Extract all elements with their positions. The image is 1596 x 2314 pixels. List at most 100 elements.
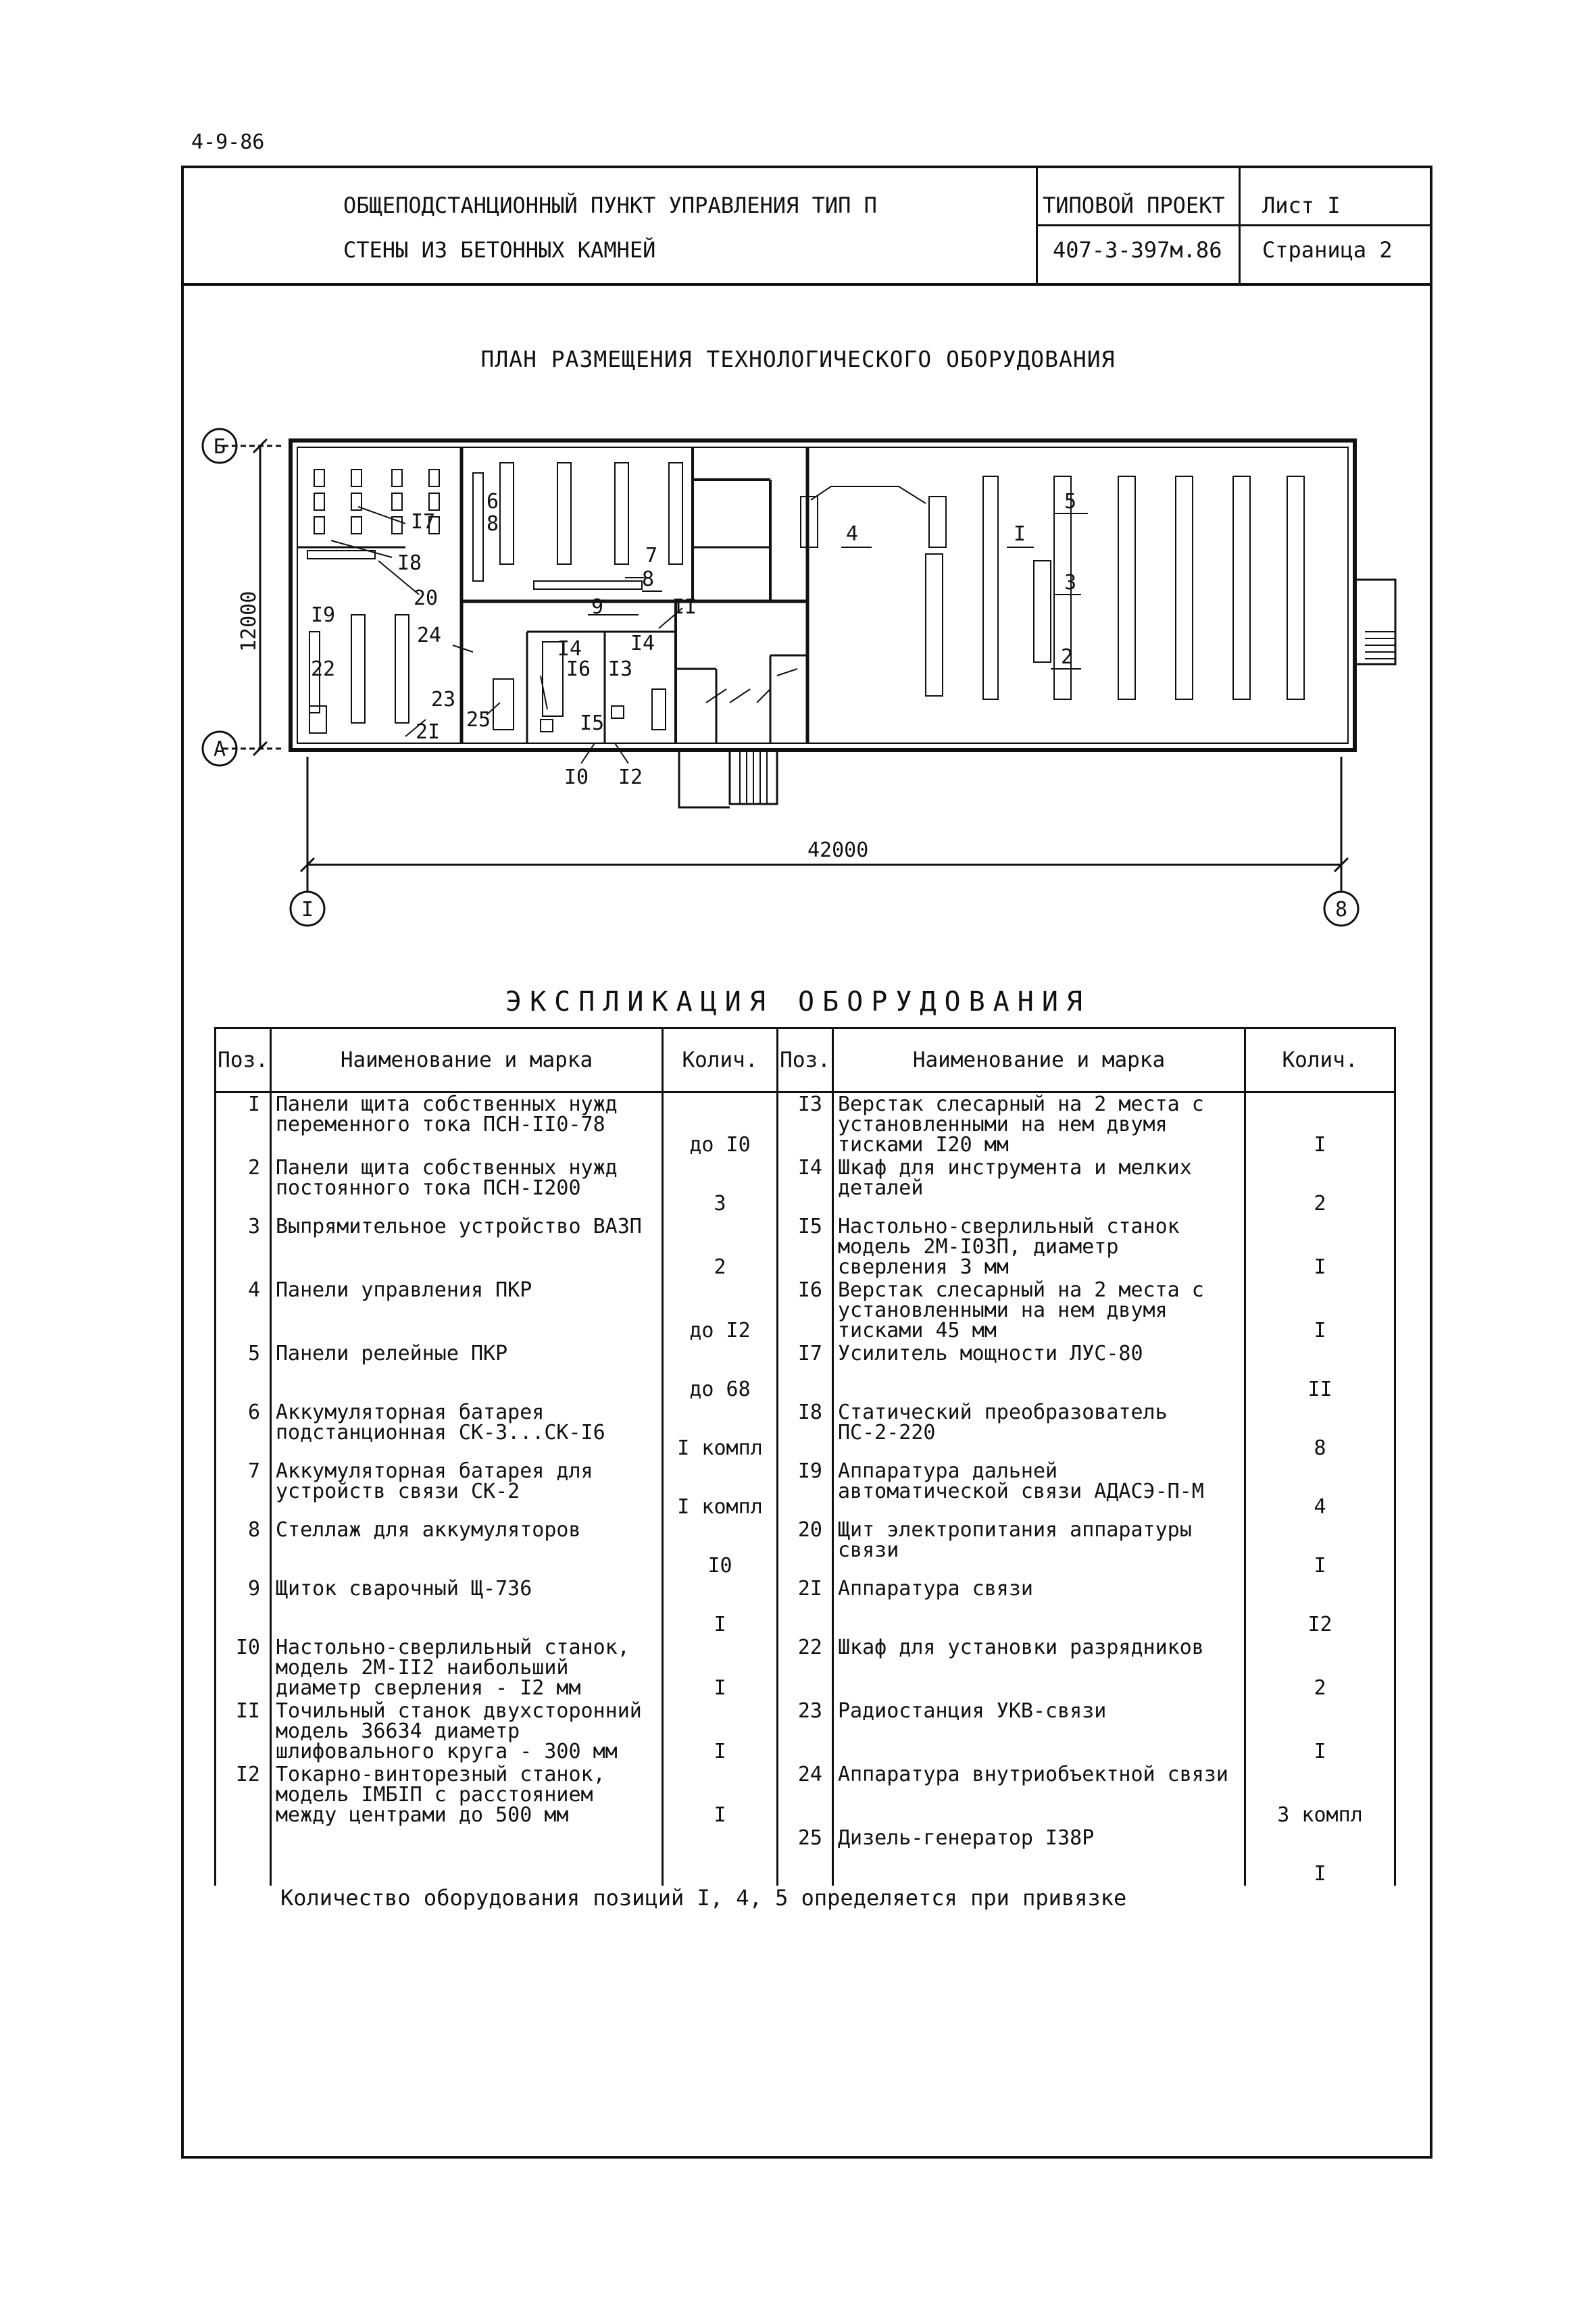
cell-pos: 25 xyxy=(776,1827,834,1886)
cell-qty: I xyxy=(1244,1827,1396,1886)
cell-name: Аппаратура внутриобъектной связи xyxy=(832,1763,1246,1827)
cell-name: Панели щита собственных нужд переменного… xyxy=(270,1092,664,1157)
inner-wall-line xyxy=(297,447,1349,744)
cell-qty: I xyxy=(1244,1519,1396,1578)
cell-pos: I2 xyxy=(214,1763,272,1827)
cell-name: Настольно-сверлильный станок, модель 2М-… xyxy=(270,1636,664,1700)
footnote: Количество оборудования позиций I, 4, 5 … xyxy=(280,1885,1127,1911)
cell-pos: I5 xyxy=(776,1215,834,1279)
header-qty: Колич. xyxy=(1244,1027,1396,1093)
cell-pos: II xyxy=(214,1700,272,1763)
cell-name: Панели управления ПКР xyxy=(270,1279,664,1342)
cell-pos: 4 xyxy=(214,1279,272,1342)
cell-qty: I xyxy=(662,1700,778,1763)
axis-bubble-1 xyxy=(289,890,326,927)
cell-name: Аккумуляторная батарея подстанционная СК… xyxy=(270,1401,664,1460)
cell-pos: I xyxy=(214,1092,272,1157)
cell-qty: I xyxy=(662,1636,778,1700)
cell-qty: I xyxy=(1244,1215,1396,1279)
cell-name: Токарно-винторезный станок, модель IМБIП… xyxy=(270,1763,664,1827)
callout: 25 xyxy=(466,708,491,732)
cell-qty: I xyxy=(662,1763,778,1827)
callout: I4 xyxy=(630,632,655,655)
entrance-steps xyxy=(1353,578,1397,665)
cell-qty: 3 xyxy=(662,1157,778,1215)
callout: 6 xyxy=(487,490,499,513)
callout: 9 xyxy=(591,595,603,619)
cell-qty: 2 xyxy=(1244,1157,1396,1215)
callout: 2 xyxy=(1061,645,1073,669)
axis-bubble-8 xyxy=(1323,890,1360,927)
cell-name: Верстак слесарный на 2 места с установле… xyxy=(832,1092,1246,1157)
callout: I xyxy=(1014,522,1026,546)
plan-title: ПЛАН РАЗМЕЩЕНИЯ ТЕХНОЛОГИЧЕСКОГО ОБОРУДО… xyxy=(480,346,1116,372)
header-name: Наименование и марка xyxy=(270,1027,664,1093)
cell-qty: до I0 xyxy=(662,1092,778,1157)
cell-pos: I8 xyxy=(776,1401,834,1460)
equipment-table: Поз. Наименование и марка Колич. Поз. На… xyxy=(214,1027,1396,1886)
cell-pos: I6 xyxy=(776,1279,834,1342)
cell-pos: 24 xyxy=(776,1763,834,1827)
callout: I4 xyxy=(557,637,582,661)
callout: II xyxy=(672,595,697,619)
dimension-width: 42000 xyxy=(807,838,868,862)
cell-pos: 7 xyxy=(214,1460,272,1519)
document-code: 4-9-86 xyxy=(191,130,265,154)
cell-name: Щит электропитания аппаратуры связи xyxy=(832,1519,1246,1578)
cell-name: Статический преобразователь ПС-2-220 xyxy=(832,1401,1246,1460)
cell-qty: I xyxy=(1244,1279,1396,1342)
title-block: ОБЩЕПОДСТАНЦИОННЫЙ ПУНКТ УПРАВЛЕНИЯ ТИП … xyxy=(181,166,1432,286)
axis-label-1: I xyxy=(301,898,314,922)
callout: 3 xyxy=(1064,571,1076,595)
cell-name: Панели релейные ПКР xyxy=(270,1342,664,1401)
cell-name xyxy=(270,1827,664,1886)
cell-qty: 2 xyxy=(662,1215,778,1279)
axis-label-a: А xyxy=(214,738,226,761)
cell-qty: I0 xyxy=(662,1519,778,1578)
callout: I8 xyxy=(397,551,422,575)
cell-pos: 2 xyxy=(214,1157,272,1215)
callout: I9 xyxy=(311,603,335,627)
callout: 8 xyxy=(487,512,499,536)
cell-qty: 4 xyxy=(1244,1460,1396,1519)
cell-pos: I3 xyxy=(776,1092,834,1157)
cell-pos: I0 xyxy=(214,1636,272,1700)
cell-name: Верстак слесарный на 2 места с установле… xyxy=(832,1279,1246,1342)
cell-qty: I2 xyxy=(1244,1578,1396,1636)
cell-qty: 2 xyxy=(1244,1636,1396,1700)
callout: I6 xyxy=(566,657,591,681)
cell-pos: 23 xyxy=(776,1700,834,1763)
title-line-1: ОБЩЕПОДСТАНЦИОННЫЙ ПУНКТ УПРАВЛЕНИЯ ТИП … xyxy=(343,193,877,218)
callout: I7 xyxy=(411,510,435,534)
cell-qty: I xyxy=(662,1578,778,1636)
header-name: Наименование и марка xyxy=(832,1027,1246,1093)
cell-name: Шкаф для инструмента и мелких деталей xyxy=(832,1157,1246,1215)
explication-title: ЭКСПЛИКАЦИЯ ОБОРУДОВАНИЯ xyxy=(505,986,1091,1017)
project-number: 407-3-397м.86 xyxy=(1053,237,1222,263)
table-header-row: Поз. Наименование и марка Колич. Поз. На… xyxy=(214,1027,1396,1093)
callout: 7 xyxy=(645,544,657,568)
header-pos: Поз. xyxy=(214,1027,272,1093)
title-line-2: СТЕНЫ ИЗ БЕТОННЫХ КАМНЕЙ xyxy=(343,237,656,263)
cell-qty: до I2 xyxy=(662,1279,778,1342)
cell-pos: 20 xyxy=(776,1519,834,1578)
floor-plan: Б А I 8 12000 42000 I7 6 8 I8 20 7 8 I9 … xyxy=(201,428,1397,927)
axis-bubble-a xyxy=(201,730,238,767)
cell-qty: I xyxy=(1244,1092,1396,1157)
cell-name: Выпрямительное устройство ВАЗП xyxy=(270,1215,664,1279)
title-block-divider xyxy=(1036,224,1239,226)
cell-pos: I9 xyxy=(776,1460,834,1519)
dimension-height: 12000 xyxy=(237,591,261,652)
callout: 20 xyxy=(414,586,438,610)
cell-pos: 8 xyxy=(214,1519,272,1578)
callout: 22 xyxy=(311,657,335,681)
callout: 24 xyxy=(417,624,441,647)
callout: 5 xyxy=(1064,490,1076,513)
axis-label-8: 8 xyxy=(1335,898,1347,922)
